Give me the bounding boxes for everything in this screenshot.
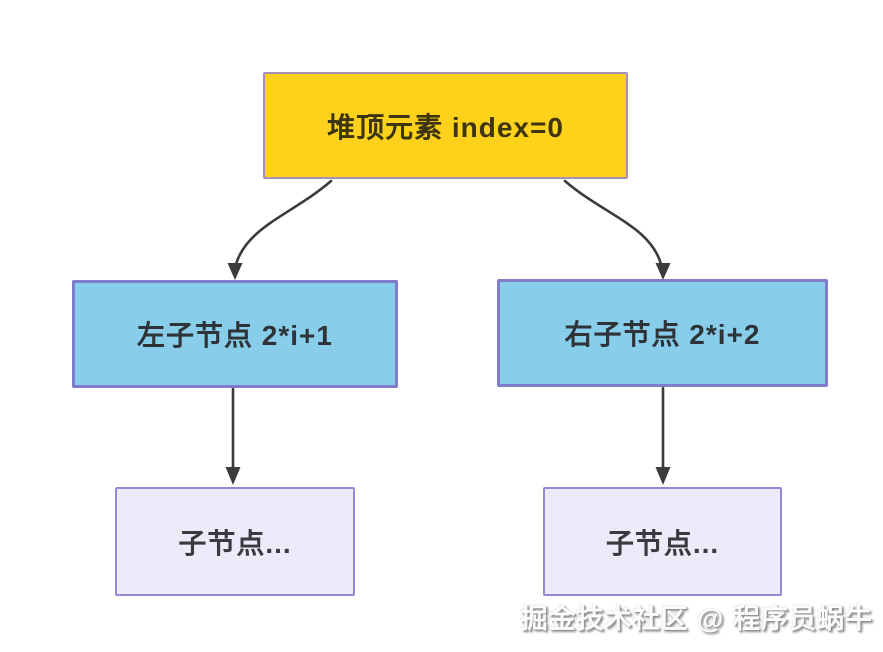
root-node: 堆顶元素 index=0 [263,72,628,179]
edge-root-to-left-arrowhead [227,263,243,280]
leaf-node-right: 子节点... [543,487,782,596]
leaf-node-left-label: 子节点... [178,527,292,559]
right-child-node-label: 右子节点 2*i+2 [564,319,761,350]
leaf-node-right-label: 子节点... [605,527,720,559]
watermark-text: 掘金技术社区 @ 程序员蜗牛 [520,604,873,634]
leaf-node-left: 子节点... [115,487,355,596]
edge-root-to-right [563,179,663,266]
root-node-label: 堆顶元素 index=0 [327,111,564,143]
left-child-node-label: 左子节点 2*i+1 [137,320,333,351]
edge-left-to-leaf-arrowhead [225,467,241,485]
left-child-node: 左子节点 2*i+1 [72,280,398,388]
right-child-node: 右子节点 2*i+2 [497,279,828,387]
edge-root-to-left [234,179,333,266]
edge-right-to-leaf-arrowhead [655,467,671,485]
edge-root-to-right-arrowhead [655,263,671,280]
